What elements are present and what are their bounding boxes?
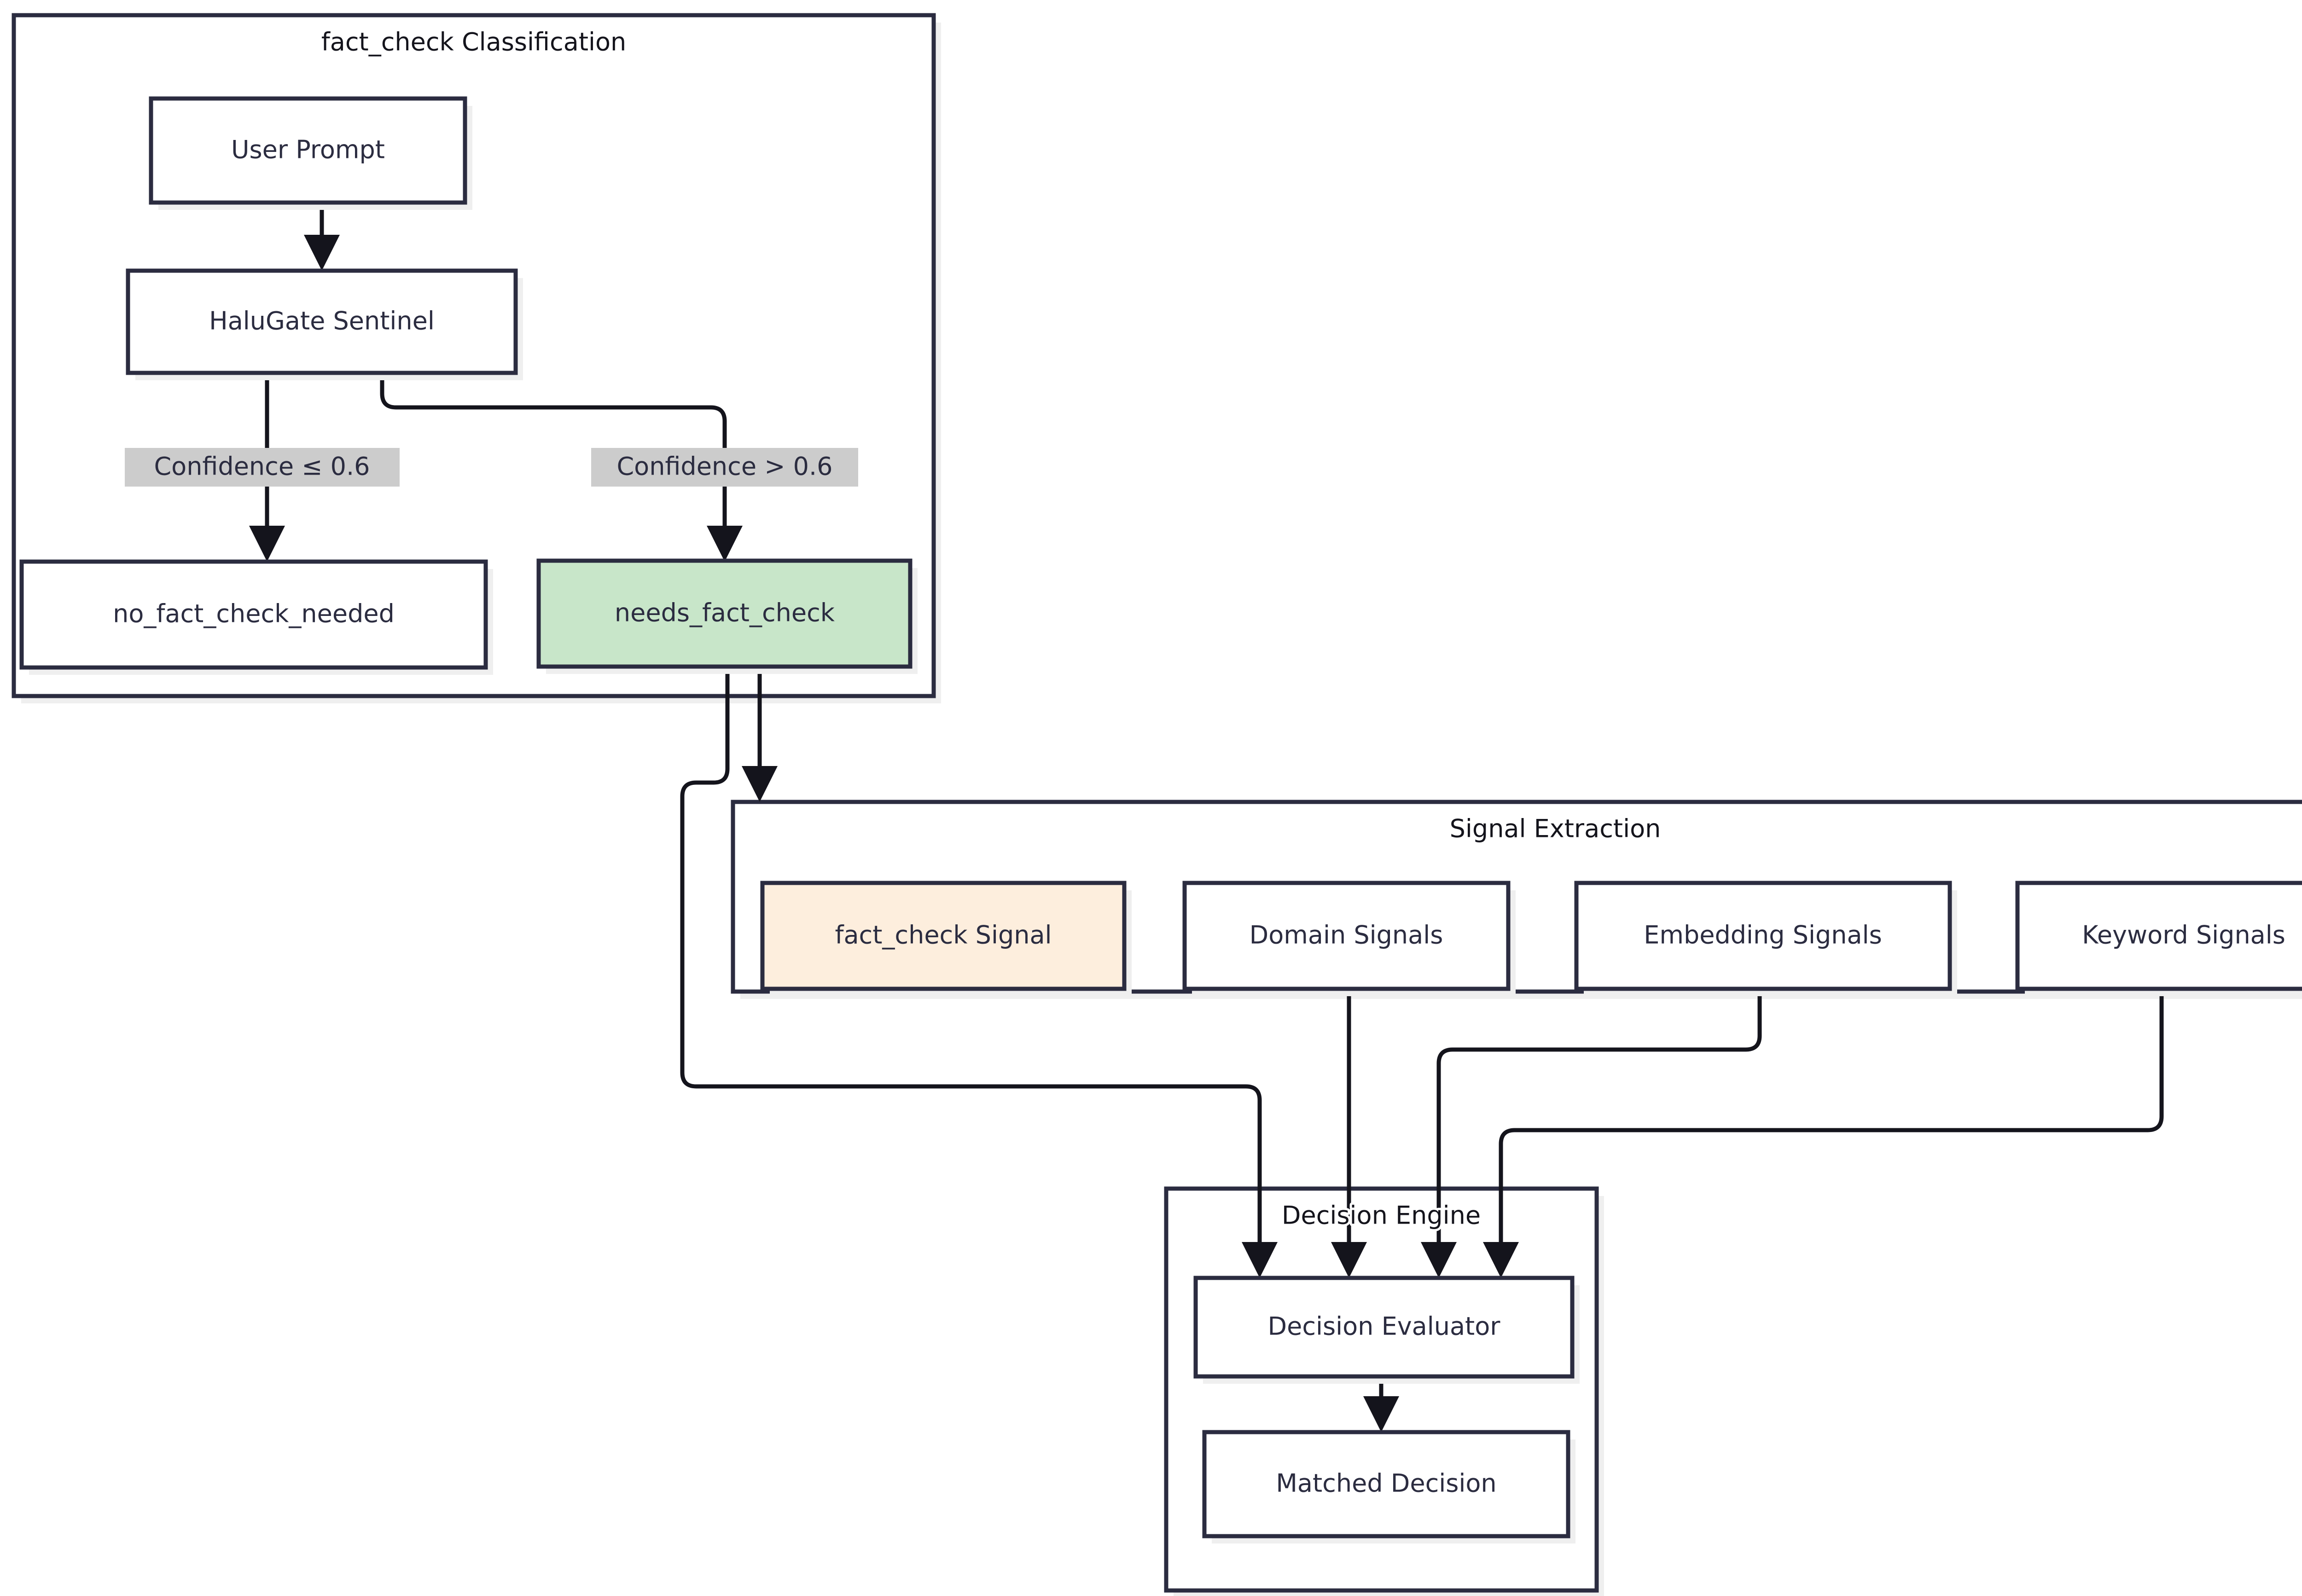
edge-label-text: Confidence > 0.6 — [616, 452, 832, 481]
node-border — [1574, 881, 1952, 991]
edge-label-text: Confidence ≤ 0.6 — [154, 452, 370, 481]
cluster-title-signal-extraction: Signal Extraction — [1450, 814, 1661, 843]
edge-label-background — [125, 448, 400, 487]
node-label: User Prompt — [231, 135, 385, 164]
node-border — [149, 96, 467, 205]
arrowhead — [1421, 1242, 1457, 1278]
node-label: HaluGate Sentinel — [209, 307, 435, 336]
node-label: Keyword Signals — [2082, 921, 2285, 950]
edge-keyword-signals-to-decision-evaluator — [1499, 959, 2164, 1256]
arrowhead — [1363, 1396, 1399, 1432]
edge-embedding-signals-to-decision-evaluator — [1436, 959, 1762, 1256]
node-keyword-signals[interactable]: Keyword Signals — [2015, 881, 2302, 996]
arrowhead — [707, 526, 743, 562]
node-label: Decision Evaluator — [1268, 1312, 1501, 1341]
node-user-prompt[interactable]: User Prompt — [149, 96, 472, 210]
node-border — [760, 881, 1127, 991]
node-needs-fact-check[interactable]: needs_fact_check — [536, 558, 918, 674]
arrowhead — [1242, 1242, 1278, 1278]
node-border — [1182, 881, 1511, 991]
edge-needs-fact-check-to-decision-evaluator — [680, 667, 1262, 1256]
node-fact-check-signal[interactable]: fact_check Signal — [760, 881, 1132, 996]
cluster-title-decision-engine: Decision Engine — [1282, 1201, 1481, 1230]
edge-label-background — [591, 448, 858, 487]
node-embedding-signals[interactable]: Embedding Signals — [1574, 881, 1957, 996]
node-domain-signals[interactable]: Domain Signals — [1182, 881, 1516, 996]
cluster-title-fact-check-classification: fact_check Classification — [321, 28, 627, 57]
node-matched-decision[interactable]: Matched Decision — [1202, 1430, 1575, 1544]
node-label: needs_fact_check — [615, 598, 835, 627]
node-label: fact_check Signal — [835, 921, 1052, 950]
node-border — [1193, 1276, 1575, 1379]
arrowhead — [742, 766, 778, 802]
edges-layer — [249, 203, 2164, 1432]
node-label: Domain Signals — [1250, 921, 1443, 950]
node-border — [536, 558, 913, 669]
node-border — [2015, 881, 2302, 991]
node-label: no_fact_check_needed — [113, 599, 395, 628]
node-label: Matched Decision — [1276, 1469, 1496, 1498]
node-halugate-sentinel[interactable]: HaluGate Sentinel — [126, 268, 523, 380]
arrowhead — [1331, 1242, 1367, 1278]
arrowhead — [304, 235, 340, 271]
node-border — [126, 268, 518, 375]
node-decision-evaluator[interactable]: Decision Evaluator — [1193, 1276, 1580, 1384]
arrowhead — [1483, 1242, 1519, 1278]
node-no-fact-check-needed[interactable]: no_fact_check_needed — [19, 559, 493, 675]
arrowhead — [249, 526, 285, 562]
node-border — [19, 559, 488, 670]
edge-halugate-to-needs-fact-check — [380, 373, 727, 540]
edge-label-low-confidence: Confidence ≤ 0.6 — [125, 448, 400, 487]
node-border — [1202, 1430, 1570, 1538]
edge-label-high-confidence: Confidence > 0.6 — [591, 448, 858, 487]
node-label: Embedding Signals — [1644, 921, 1882, 950]
